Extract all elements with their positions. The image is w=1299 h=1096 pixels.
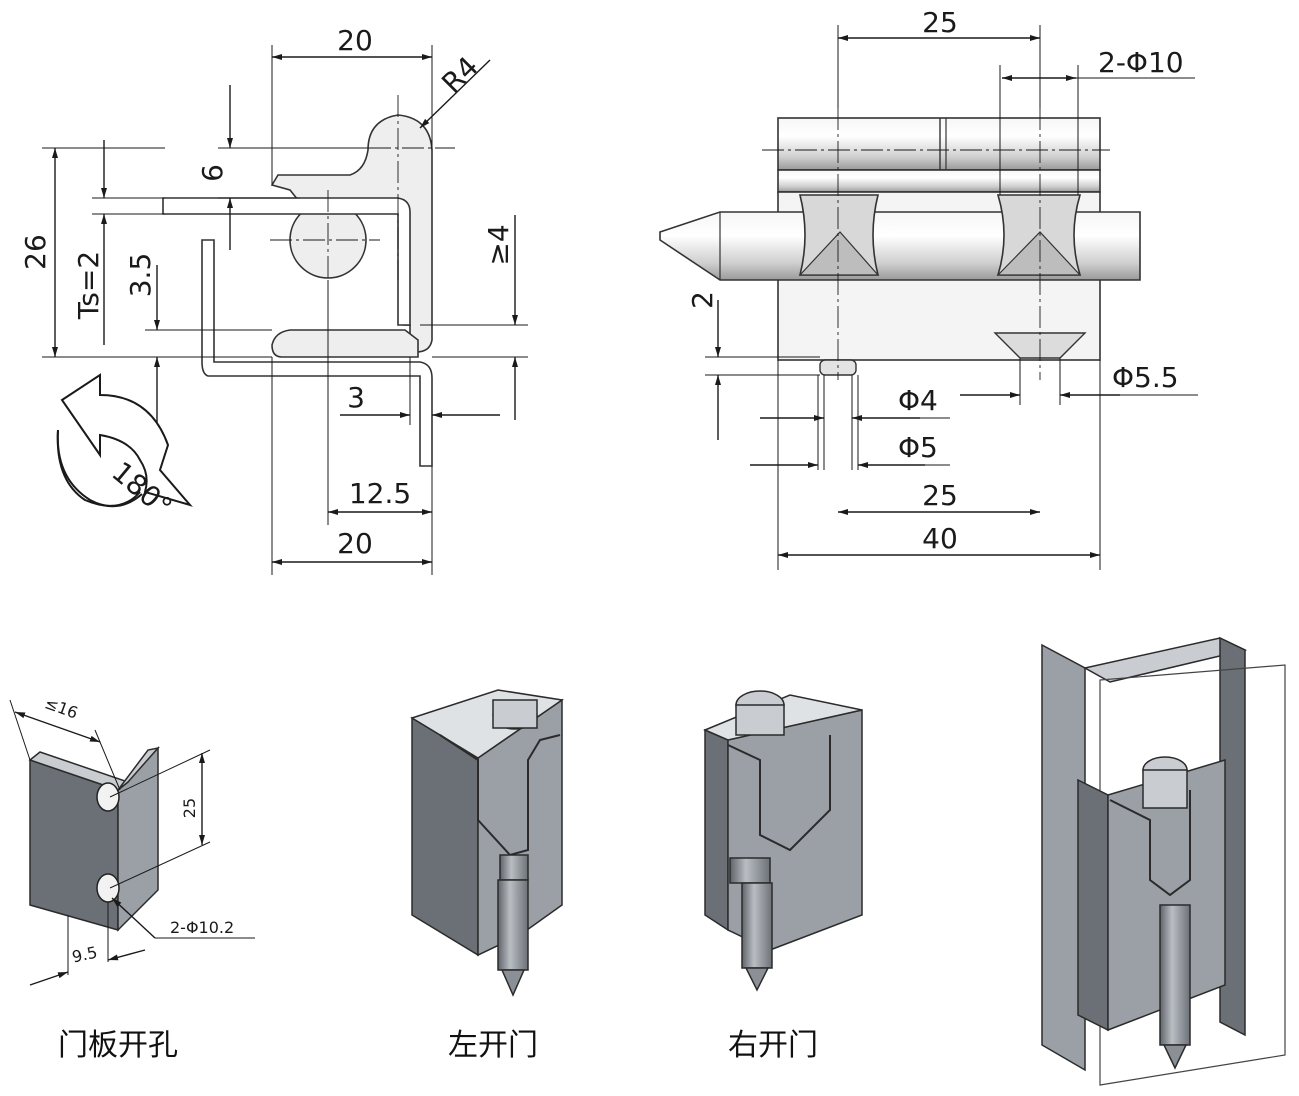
left-open-hinge-3d	[410, 689, 564, 997]
dim-thickness: Ts=2	[72, 251, 105, 320]
dim-panel-edge: 9.5	[70, 943, 99, 967]
dim-height-26: 26	[19, 234, 52, 270]
radius-leader	[419, 59, 491, 129]
dim-min-4: ≥4	[482, 224, 515, 265]
hole-bottom	[96, 873, 120, 903]
dim-length-40: 40	[922, 522, 958, 555]
dim-radius: R4	[435, 50, 485, 100]
dim-pin-d5: Φ5	[898, 431, 938, 464]
dim-holes-top: 2-Φ10	[1098, 46, 1184, 79]
dim-height-6: 6	[196, 164, 229, 182]
front-view: 25 2-Φ10 2 Φ4 Φ5 Φ5.5	[659, 6, 1198, 570]
dim-bottom-width: 20	[337, 527, 373, 560]
caption-right-open: 右开门	[728, 1028, 818, 1063]
dim-pin-d4: Φ4	[898, 384, 938, 417]
dim-hole-d5-5: Φ5.5	[1112, 361, 1179, 394]
lower-leaf-profile	[271, 329, 419, 358]
pin-barrel	[497, 879, 529, 971]
dim-panel-pitch: 25	[180, 798, 199, 818]
middle-band	[777, 169, 1101, 193]
panel-face-right	[117, 746, 159, 932]
door-panel-strip	[162, 197, 411, 326]
dim-top-width: 20	[337, 24, 373, 57]
dim-offset-12-5: 12.5	[349, 477, 411, 510]
dim-height-3-5: 3.5	[124, 253, 157, 298]
side-view: 20 R4 6 26 Ts=2 3.5 ≥4	[19, 24, 528, 575]
door-panel-cutout: ≤16 25 2-Φ10.2 9.5	[9, 693, 255, 986]
dim-offset-3: 3	[347, 381, 365, 414]
rotation-label: 180°	[106, 455, 179, 524]
caption-left-open: 左开门	[448, 1028, 538, 1063]
dim-pitch-bottom: 25	[922, 479, 958, 512]
dim-offset-2: 2	[686, 291, 719, 309]
dim-panel-holes: 2-Φ10.2	[170, 918, 234, 937]
caption-door-cutout: 门板开孔	[58, 1028, 178, 1063]
mounted-assembly-3d	[1041, 636, 1286, 1086]
right-open-hinge-3d	[703, 690, 863, 992]
hole-top	[96, 782, 120, 812]
upper-knuckle	[777, 117, 1101, 171]
dim-panel-width: ≤16	[42, 693, 80, 722]
dim-pitch-top: 25	[922, 6, 958, 39]
